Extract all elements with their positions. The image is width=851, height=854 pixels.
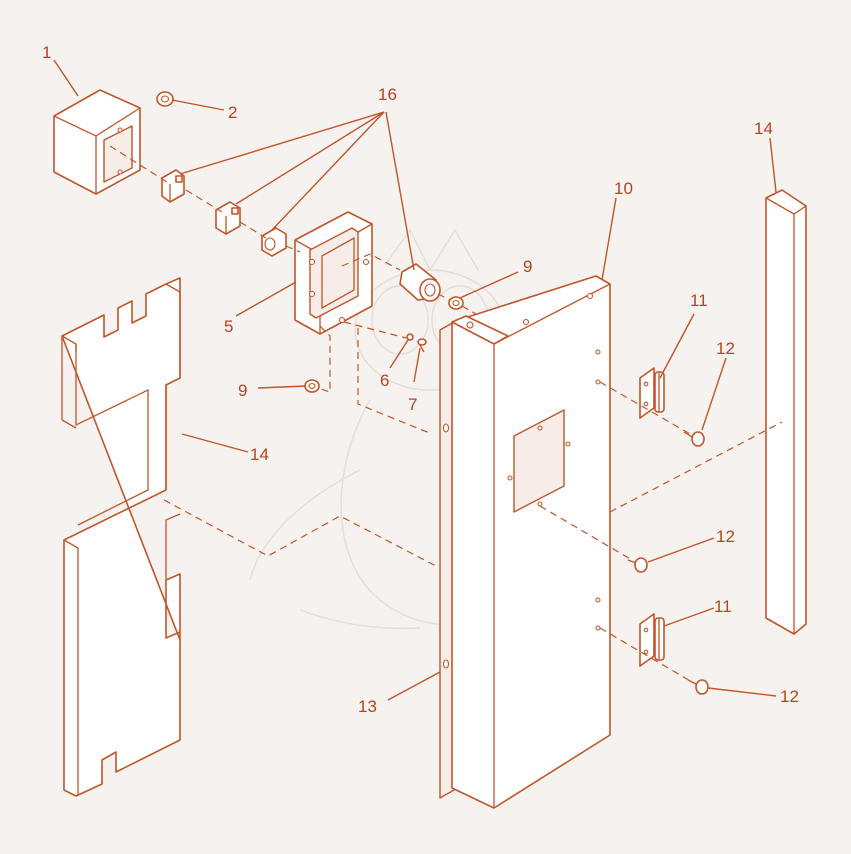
part-9-nut-lower bbox=[304, 379, 320, 393]
part-16-switch-a bbox=[161, 169, 185, 203]
part-6-washer bbox=[406, 333, 414, 341]
part-5-mounting-frame bbox=[294, 211, 373, 335]
callout-2: 2 bbox=[228, 103, 237, 122]
part-7-screw bbox=[417, 338, 427, 353]
callout-11-upper: 11 bbox=[690, 291, 708, 310]
part-12-screw-upper bbox=[683, 431, 705, 447]
callout-10: 10 bbox=[614, 179, 633, 198]
callout-12-middle: 12 bbox=[716, 527, 735, 546]
part-16-lock-cylinder bbox=[399, 263, 441, 302]
callout-12-upper: 12 bbox=[716, 339, 735, 358]
part-11-hinge-upper bbox=[639, 367, 665, 419]
part-14-side-panel-left bbox=[61, 277, 181, 797]
callout-11-lower: 11 bbox=[714, 597, 732, 616]
callout-5: 5 bbox=[224, 317, 233, 336]
part-16-switch-b bbox=[215, 201, 241, 235]
callout-7: 7 bbox=[408, 395, 417, 414]
callout-labels: 1 2 16 5 9 9 6 7 10 11 12 14 14 12 11 12… bbox=[42, 43, 799, 716]
callout-9-upper: 9 bbox=[523, 257, 532, 276]
part-12-screw-lower bbox=[687, 679, 709, 695]
callout-13: 13 bbox=[358, 697, 377, 716]
part-16-cam bbox=[261, 227, 287, 257]
callout-6: 6 bbox=[380, 371, 389, 390]
callout-14-left: 14 bbox=[250, 445, 269, 464]
callout-12-lower: 12 bbox=[780, 687, 799, 706]
part-10-main-post bbox=[442, 275, 611, 809]
callout-16: 16 bbox=[378, 85, 397, 104]
part-12-screw-middle bbox=[627, 557, 648, 573]
part-9-nut-upper bbox=[448, 296, 464, 310]
assembly-lines bbox=[109, 145, 783, 683]
callout-9-lower: 9 bbox=[238, 381, 247, 400]
part-14-side-bar-right bbox=[765, 189, 807, 635]
callout-14-right: 14 bbox=[754, 119, 773, 138]
part-1-enclosure-box bbox=[53, 89, 141, 195]
part-2-nut bbox=[156, 91, 174, 107]
callout-1: 1 bbox=[42, 43, 51, 62]
leader-lines bbox=[53, 59, 777, 701]
part-13-side-strip bbox=[439, 321, 455, 799]
